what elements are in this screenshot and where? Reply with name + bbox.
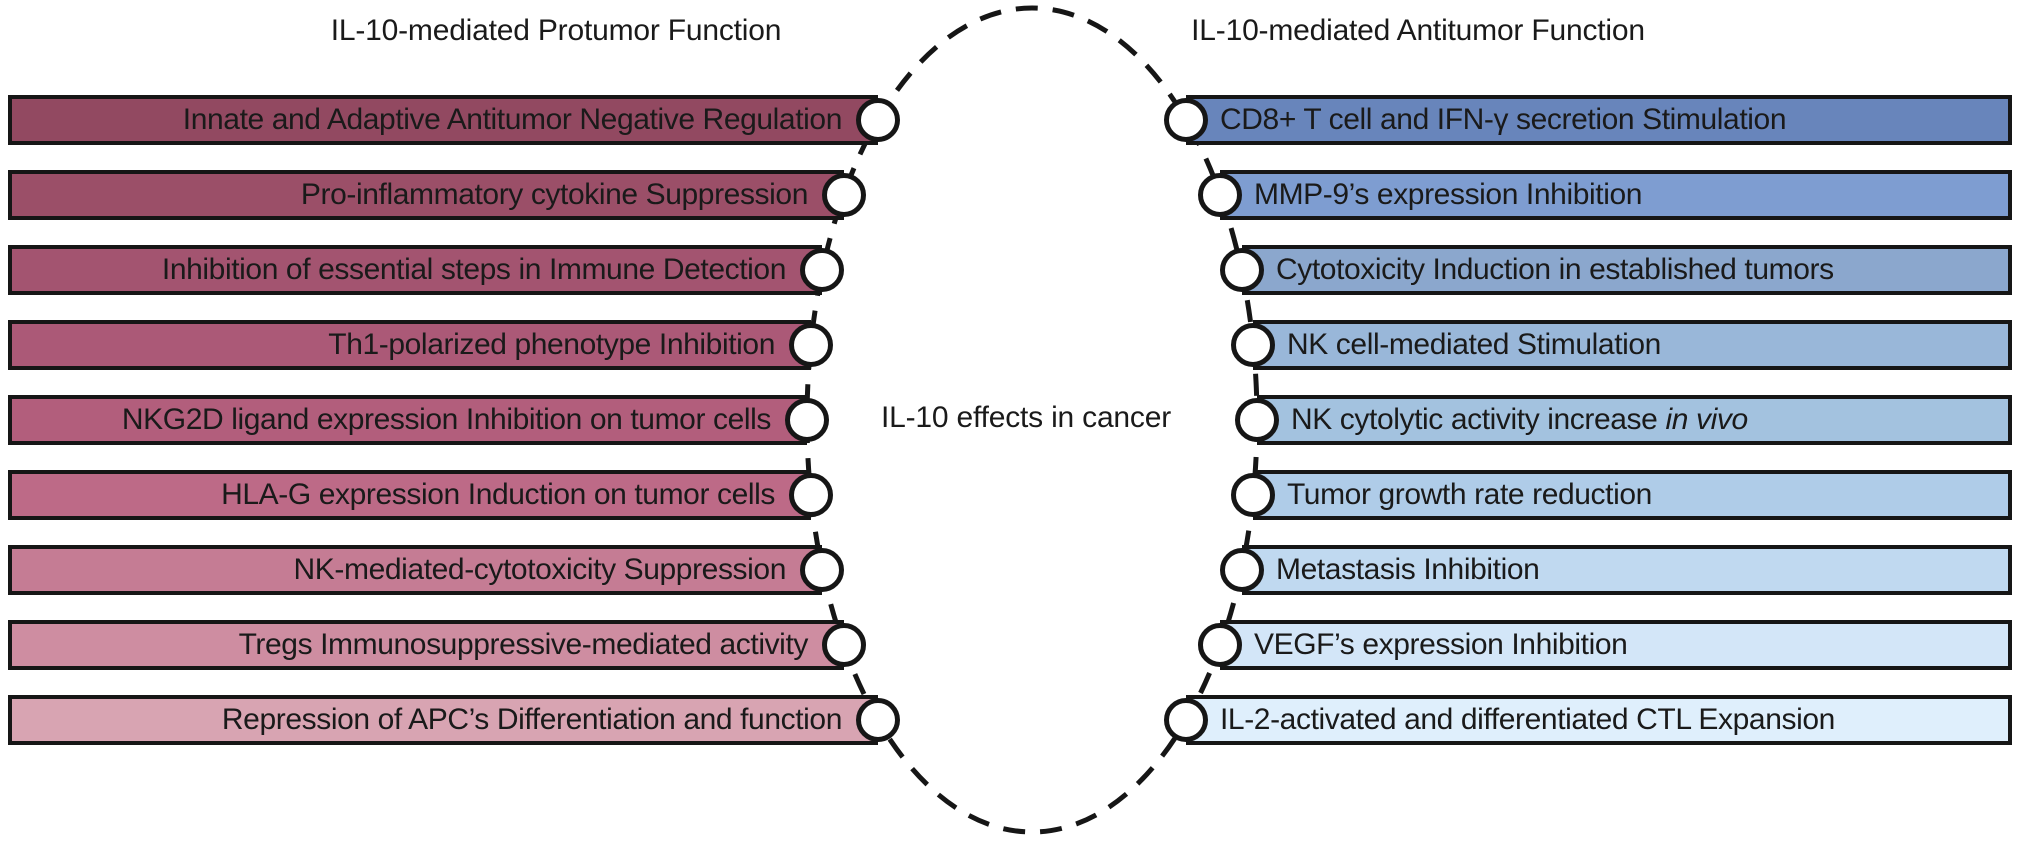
connector-node	[789, 473, 833, 517]
protumor-bar-label: HLA-G expression Induction on tumor cell…	[221, 478, 775, 511]
protumor-bar: Tregs Immunosuppressive-mediated activit…	[8, 620, 844, 670]
protumor-bar-label: Tregs Immunosuppressive-mediated activit…	[238, 628, 809, 661]
protumor-column-header: IL-10-mediated Protumor Function	[330, 14, 782, 47]
antitumor-bar: Metastasis Inhibition	[1242, 545, 2012, 595]
connector-node	[1231, 473, 1275, 517]
protumor-bar: NKG2D ligand expression Inhibition on tu…	[8, 395, 807, 445]
antitumor-bar: Tumor growth rate reduction	[1253, 470, 2012, 520]
protumor-bar: Innate and Adaptive Antitumor Negative R…	[8, 95, 878, 145]
protumor-bar-label: Inhibition of essential steps in Immune …	[161, 253, 786, 286]
antitumor-bar-label: MMP-9’s expression Inhibition	[1254, 178, 1643, 211]
protumor-bar-label: Repression of APC’s Differentiation and …	[221, 703, 842, 736]
protumor-bar: Pro-inflammatory cytokine Suppression	[8, 170, 844, 220]
antitumor-bar-label: VEGF’s expression Inhibition	[1254, 628, 1628, 661]
connector-node	[800, 548, 844, 592]
connector-node	[822, 623, 866, 667]
connector-node	[1198, 623, 1242, 667]
connector-node	[1220, 548, 1264, 592]
protumor-bar-label: Th1-polarized phenotype Inhibition	[328, 328, 775, 361]
connector-node	[1231, 323, 1275, 367]
antitumor-bar: CD8+ T cell and IFN-γ secretion Stimulat…	[1186, 95, 2012, 145]
antitumor-bar-label: Tumor growth rate reduction	[1287, 478, 1652, 511]
connector-node	[1164, 698, 1208, 742]
antitumor-bar: Cytotoxicity Induction in established tu…	[1242, 245, 2012, 295]
connector-node	[1198, 173, 1242, 217]
center-label: IL-10 effects in cancer	[880, 401, 1171, 434]
antitumor-bar: NK cell-mediated Stimulation	[1253, 320, 2012, 370]
connector-node	[856, 98, 900, 142]
protumor-bar-label: Pro-inflammatory cytokine Suppression	[300, 178, 808, 211]
antitumor-bar: MMP-9’s expression Inhibition	[1220, 170, 2012, 220]
connector-node	[800, 248, 844, 292]
connector-node	[1235, 398, 1279, 442]
protumor-bar: Th1-polarized phenotype Inhibition	[8, 320, 811, 370]
connector-node	[1164, 98, 1208, 142]
protumor-bar: NK-mediated-cytotoxicity Suppression	[8, 545, 822, 595]
protumor-bar-label: NKG2D ligand expression Inhibition on tu…	[121, 403, 771, 436]
protumor-bar: HLA-G expression Induction on tumor cell…	[8, 470, 811, 520]
protumor-bar-label: NK-mediated-cytotoxicity Suppression	[293, 553, 787, 586]
antitumor-column-header: IL-10-mediated Antitumor Function	[1191, 14, 1645, 47]
antitumor-bar-label: NK cell-mediated Stimulation	[1287, 328, 1661, 361]
connector-node	[822, 173, 866, 217]
antitumor-bar: VEGF’s expression Inhibition	[1220, 620, 2012, 670]
antitumor-bar-label: Cytotoxicity Induction in established tu…	[1276, 253, 1834, 286]
connector-node	[789, 323, 833, 367]
antitumor-bar: IL-2-activated and differentiated CTL Ex…	[1186, 695, 2012, 745]
antitumor-bar-label: IL-2-activated and differentiated CTL Ex…	[1220, 703, 1835, 736]
protumor-bar-label: Innate and Adaptive Antitumor Negative R…	[182, 103, 843, 136]
antitumor-bar-label: Metastasis Inhibition	[1276, 553, 1540, 586]
connector-node	[785, 398, 829, 442]
protumor-bar: Repression of APC’s Differentiation and …	[8, 695, 878, 745]
protumor-bar: Inhibition of essential steps in Immune …	[8, 245, 822, 295]
connector-node	[1220, 248, 1264, 292]
antitumor-bar-label: CD8+ T cell and IFN-γ secretion Stimulat…	[1220, 103, 1787, 136]
connector-node	[856, 698, 900, 742]
